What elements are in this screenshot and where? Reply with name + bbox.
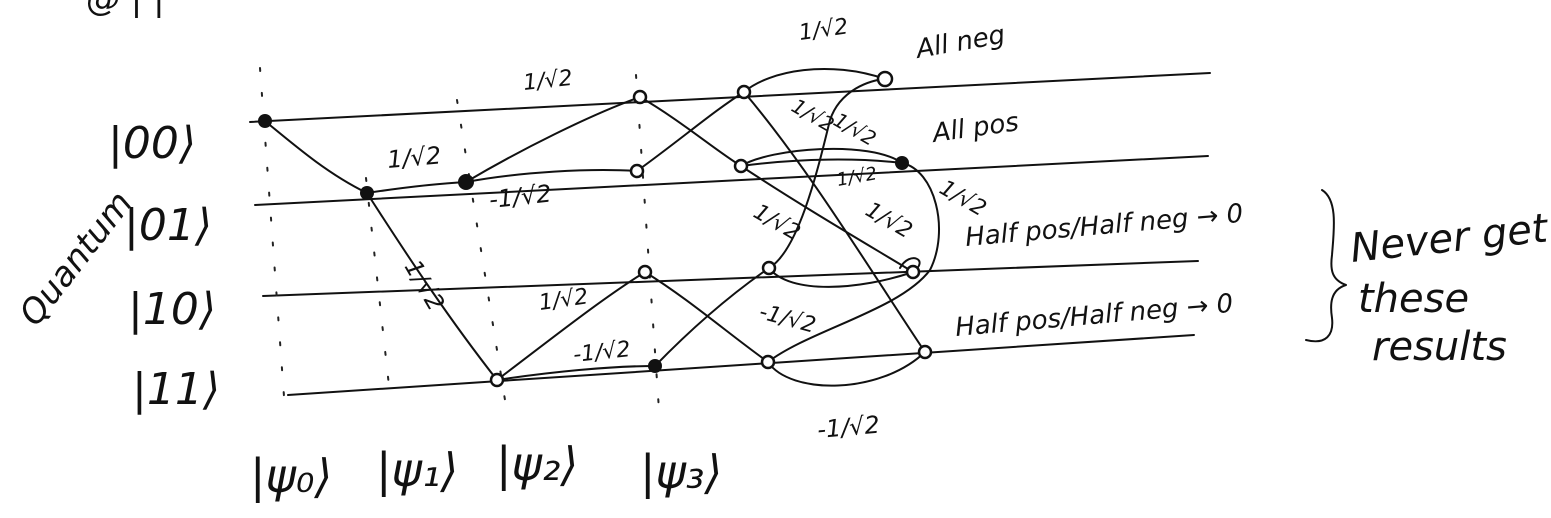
branch-paths — [264, 67, 940, 387]
amp-label: -1/√2 — [572, 337, 632, 368]
node-allpos — [895, 156, 909, 170]
branch-11-to-10 — [496, 271, 646, 381]
outcome-half-10: Half pos/Half neg → 0 — [964, 199, 1244, 253]
branch-01b-to-01 — [465, 169, 638, 183]
branch-00-to-01 — [264, 120, 368, 194]
line-01-to-allpos — [740, 158, 903, 167]
node-00-t3 — [736, 84, 752, 100]
amp-label: 1/√2 — [788, 94, 839, 137]
loop-10-to-10 — [768, 267, 914, 288]
branch-11-to-10-s3 — [654, 267, 770, 367]
time-label-psi2: |ψ₂⟩ — [496, 437, 578, 492]
amp-label: -1/√2 — [816, 411, 881, 444]
node-allneg — [876, 70, 894, 88]
branch-01-to-00-s3 — [636, 91, 745, 172]
nodes — [258, 70, 933, 388]
state-label-11: |11⟩ — [132, 364, 220, 415]
cross-00-to-11 — [743, 91, 926, 353]
node-00-t0 — [258, 114, 272, 128]
amp-label: 1/√2 — [386, 141, 442, 174]
brace-note-line-2: these — [1358, 276, 1469, 322]
state-label-10: |10⟩ — [128, 284, 216, 335]
outcome-all-pos: All pos — [929, 107, 1021, 149]
branch-01b-to-00 — [465, 96, 641, 183]
brace-note-line-3: results — [1372, 324, 1507, 370]
time-step-labels: |ψ₀⟩ |ψ₁⟩ |ψ₂⟩ |ψ₃⟩ — [250, 437, 722, 504]
state-line-00 — [249, 72, 1211, 123]
loop-11-to-11 — [767, 351, 926, 387]
state-line-01 — [254, 155, 1209, 206]
amp-label: 1/√2 — [797, 14, 849, 46]
top-cut-text: @ | | — [86, 0, 165, 19]
outcome-labels: All neg All pos Half pos/Half neg → 0 Ha… — [912, 20, 1244, 343]
amp-label: -1/√2 — [756, 300, 818, 339]
loop-00-to-allneg — [743, 67, 886, 93]
node-01-t2 — [629, 163, 645, 179]
branch-10-to-11-s3 — [644, 271, 769, 363]
node-10-t2 — [637, 264, 653, 280]
cross-01-to-10 — [740, 165, 914, 273]
state-label-01: |01⟩ — [124, 200, 212, 251]
branch-00-to-01-s3 — [639, 96, 742, 167]
state-line-11 — [287, 334, 1195, 396]
node-00-t2 — [632, 89, 648, 105]
amp-label: 1/√2 — [935, 176, 990, 222]
brace-note: Never get these results — [1348, 205, 1551, 370]
brace-note-line-1: Never get — [1348, 205, 1551, 272]
outcome-all-neg: All neg — [912, 20, 1007, 65]
state-lines — [249, 72, 1211, 396]
node-01-t1 — [360, 186, 374, 200]
node-11-t2 — [489, 372, 505, 388]
loop-11-to-allpos — [767, 162, 940, 363]
time-step-dividers — [259, 67, 660, 411]
node-11-t2b — [648, 359, 662, 373]
amp-label: 1/√2 — [522, 66, 574, 96]
node-01-t1b — [458, 174, 474, 190]
branch-01-to-11 — [366, 192, 498, 381]
amp-label: 1/√2 — [861, 198, 916, 244]
amp-label: 1/√2 — [749, 200, 804, 246]
amp-label: 1/√2 — [830, 108, 881, 151]
time-label-psi1: |ψ₁⟩ — [376, 443, 458, 498]
branch-11-to-11 — [496, 365, 656, 381]
branch-01-to-01b — [366, 181, 467, 194]
amp-label: 1/√2 — [835, 163, 878, 191]
loop-10-to-allneg — [768, 78, 886, 269]
right-brace — [1305, 189, 1347, 343]
node-11-t3 — [760, 354, 776, 370]
node-10-t3 — [761, 260, 777, 276]
time-label-psi3: |ψ₃⟩ — [640, 445, 722, 500]
amp-label: -1/√2 — [488, 180, 553, 214]
time-label-psi0: |ψ₀⟩ — [250, 449, 332, 504]
state-labels: |00⟩ |01⟩ |10⟩ |11⟩ — [108, 118, 220, 415]
node-01-t3 — [733, 158, 749, 174]
time-divider-2 — [456, 99, 506, 401]
state-label-00: |00⟩ — [108, 118, 196, 169]
amplitude-labels: 1/√2 1/√2 1/√2 -1/√2 1/√2 -1/√2 1/√2 1/√… — [386, 14, 990, 444]
state-line-10 — [262, 260, 1199, 297]
node-11-final — [917, 344, 933, 360]
hook-01-loop — [740, 147, 903, 167]
quantum-label: Quantum — [12, 184, 141, 334]
amp-label: 1/√2 — [537, 284, 589, 316]
node-10-final — [905, 264, 921, 280]
